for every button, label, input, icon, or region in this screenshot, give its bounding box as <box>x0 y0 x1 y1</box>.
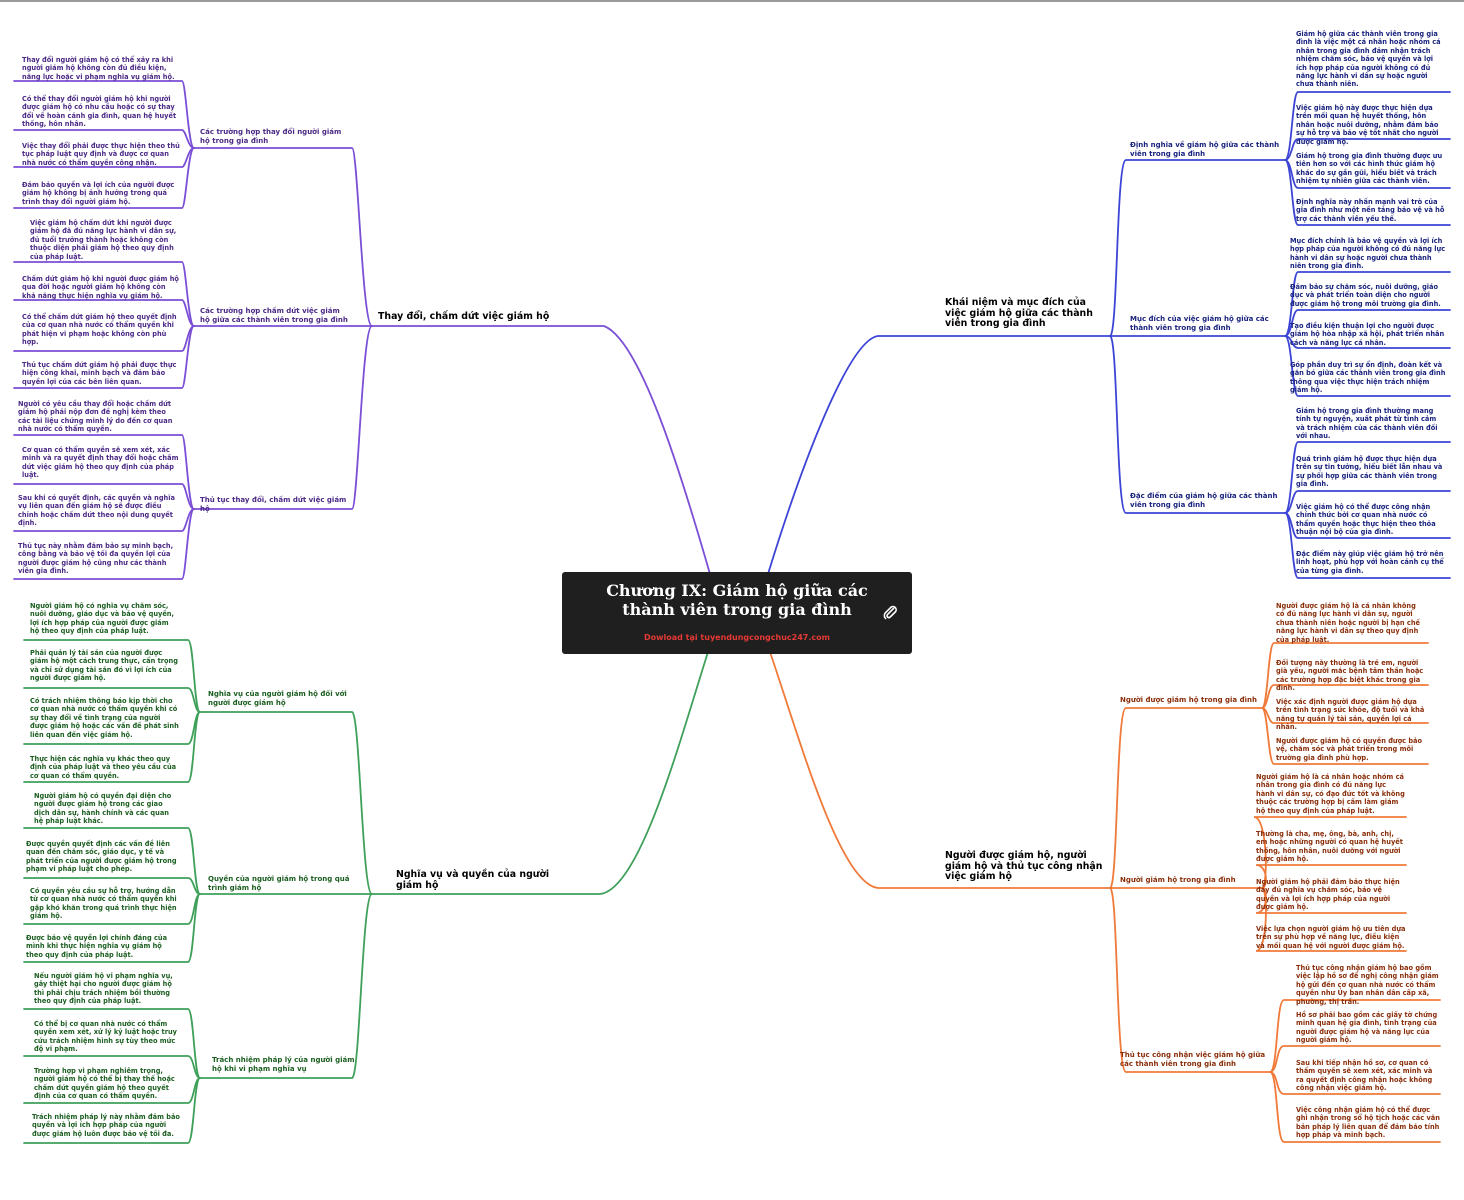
connector-sub-khai-niem-3 <box>1109 335 1286 514</box>
sub-branch-thu-tuc-cong-nhan[interactable]: Thủ tục công nhận việc giám hộ giữa các … <box>1120 1051 1266 1068</box>
leaf-node[interactable]: Phải quản lý tài sản của người được giám… <box>30 649 178 683</box>
top-border <box>0 0 1464 2</box>
leaf-node[interactable]: Đảm bảo quyền và lợi ích của người được … <box>22 181 175 206</box>
leaf-node[interactable]: Sau khi có quyết định, các quyền và nghĩ… <box>18 494 175 528</box>
leaf-node[interactable]: Có trách nhiệm thông báo kịp thời cho cơ… <box>30 697 179 739</box>
sub-branch-thu-tuc-thay-doi[interactable]: Thủ tục thay đổi, chấm dứt việc giám hộ <box>200 496 347 513</box>
connector-main-nguoi-duoc <box>769 651 1111 889</box>
leaf-node[interactable]: Có thể thay đổi người giám hộ khi người … <box>22 95 177 129</box>
leaf-node[interactable]: Thường là cha, mẹ, ông, bà, anh, chị, em… <box>1256 830 1403 864</box>
connector-sub-thay-doi-3 <box>193 325 373 510</box>
leaf-node[interactable]: Có quyền yêu cầu sự hỗ trợ, hướng dẫn từ… <box>30 887 177 921</box>
leaf-node[interactable]: Giám hộ giữa các thành viên trong gia đì… <box>1296 30 1441 89</box>
leaf-node[interactable]: Tạo điều kiện thuận lợi cho người được g… <box>1290 322 1445 347</box>
connector-main-khai-niem <box>767 335 1111 575</box>
central-title: Chương IX: Giám hộ giữa các thành viên t… <box>606 581 868 619</box>
leaf-node[interactable]: Được quyền quyết định các vấn đề liên qu… <box>26 840 177 874</box>
leaf-node[interactable]: Việc xác định người được giám hộ dựa trê… <box>1276 698 1425 732</box>
connector-main-nghia-vu <box>371 651 709 895</box>
sub-branch-nghia-vu[interactable]: Nghĩa vụ của người giám hộ đối với người… <box>208 690 347 707</box>
sub-branch-cham-dut-giam-ho[interactable]: Các trường hợp chấm dứt việc giám hộ giữ… <box>200 307 348 324</box>
paperclip-icon[interactable] <box>882 604 898 620</box>
main-branch-thay-doi[interactable]: Thay đổi, chấm dứt việc giám hộ <box>378 311 550 322</box>
connector-sub-nghia-vu-3 <box>199 893 373 1079</box>
connector-sub-nguoi-duoc-1 <box>1109 707 1263 889</box>
leaf-node[interactable]: Người giám hộ phải đảm bảo thực hiện đầy… <box>1256 878 1400 912</box>
leaf-node[interactable]: Đảm bảo sự chăm sóc, nuôi dưỡng, giáo dụ… <box>1290 283 1441 308</box>
sub-branch-nguoi-giam-ho[interactable]: Người giám hộ trong gia đình <box>1120 876 1236 884</box>
connector-sub-nguoi-duoc-3 <box>1109 887 1271 1073</box>
sub-branch-quyen[interactable]: Quyền của người giám hộ trong quá trình … <box>208 875 350 892</box>
leaf-node[interactable]: Đặc điểm này giúp việc giám hộ trở nên l… <box>1296 550 1444 575</box>
leaf-node[interactable]: Người giám hộ có quyền đại diện cho ngườ… <box>34 792 172 826</box>
leaf-node[interactable]: Việc giám hộ chấm dứt khi người được giá… <box>30 219 177 261</box>
leaf-node[interactable]: Việc thay đổi phải được thực hiện theo t… <box>22 142 180 167</box>
sub-branch-dinh-nghia[interactable]: Định nghĩa về giám hộ giữa các thành viê… <box>1130 141 1280 158</box>
central-topic[interactable]: Chương IX: Giám hộ giữa các thành viên t… <box>562 572 912 654</box>
leaf-node[interactable]: Giám hộ trong gia đình thường được ưu ti… <box>1296 152 1443 186</box>
sub-branch-nguoi-duoc-giam-ho[interactable]: Người được giám hộ trong gia đình <box>1120 696 1257 704</box>
leaf-node[interactable]: Có thể chấm dứt giám hộ theo quyết định … <box>22 313 177 347</box>
connector-sub-thay-doi-1 <box>193 147 373 327</box>
main-branch-nguoi-duoc[interactable]: Người được giám hộ, người giám hộ và thủ… <box>945 850 1103 883</box>
sub-branch-trach-nhiem[interactable]: Trách nhiệm pháp lý của người giám hộ kh… <box>212 1056 355 1073</box>
leaf-node[interactable]: Góp phần duy trì sự ổn định, đoàn kết và… <box>1290 361 1446 395</box>
leaf-node[interactable]: Người được giám hộ là cá nhân không có đ… <box>1276 602 1420 644</box>
leaf-node[interactable]: Người giám hộ có nghĩa vụ chăm sóc, nuôi… <box>30 602 174 636</box>
main-branch-nghia-vu[interactable]: Nghĩa vụ và quyền của người giám hộ <box>396 869 550 891</box>
leaf-node[interactable]: Thay đổi người giám hộ có thể xảy ra khi… <box>22 56 175 81</box>
leaf-node[interactable]: Định nghĩa này nhấn mạnh vai trò của gia… <box>1296 198 1445 223</box>
leaf-node[interactable]: Việc công nhận giám hộ có thể được ghi n… <box>1296 1106 1440 1140</box>
leaf-node[interactable]: Thực hiện các nghĩa vụ khác theo quy địn… <box>30 755 177 780</box>
sub-branch-muc-dich[interactable]: Mục đích của việc giám hộ giữa các thành… <box>1130 315 1269 332</box>
leaf-node[interactable]: Trường hợp vi phạm nghiêm trọng, người g… <box>34 1067 175 1101</box>
leaf-node[interactable]: Giám hộ trong gia đình thường mang tính … <box>1296 407 1438 441</box>
connector-sub-nghia-vu-1 <box>199 711 373 895</box>
main-branch-khai-niem[interactable]: Khái niệm và mục đích của việc giám hộ g… <box>945 297 1093 330</box>
leaf-node[interactable]: Có thể bị cơ quan nhà nước có thẩm quyền… <box>34 1020 177 1054</box>
leaf-node[interactable]: Người được giám hộ có quyền được bảo vệ,… <box>1276 737 1423 762</box>
leaf-node[interactable]: Việc lựa chọn người giám hộ ưu tiên dựa … <box>1256 925 1406 950</box>
leaf-node[interactable]: Được bảo vệ quyền lợi chính đáng của mìn… <box>26 934 168 959</box>
leaf-node[interactable]: Người có yêu cầu thay đổi hoặc chấm dứt … <box>18 400 173 434</box>
leaf-node[interactable]: Người giám hộ là cá nhân hoặc nhóm cá nh… <box>1256 773 1405 815</box>
leaf-node[interactable]: Chấm dứt giám hộ khi người được giám hộ … <box>22 275 179 300</box>
leaf-node[interactable]: Nếu người giám hộ vi phạm nghĩa vụ, gây … <box>34 972 173 1006</box>
leaf-node[interactable]: Quá trình giám hộ được thực hiện dựa trê… <box>1296 455 1443 489</box>
leaf-node[interactable]: Trách nhiệm pháp lý này nhằm đảm bảo quy… <box>32 1113 180 1138</box>
sub-branch-dac-diem[interactable]: Đặc điểm của giám hộ giữa các thành viên… <box>1130 492 1278 509</box>
leaf-node[interactable]: Sau khi tiếp nhận hồ sơ, cơ quan có thẩm… <box>1296 1059 1433 1093</box>
connector-sub-khai-niem-1 <box>1109 159 1286 337</box>
leaf-node[interactable]: Thủ tục chấm dứt giám hộ phải được thực … <box>22 361 177 386</box>
connector-main-thay-doi <box>371 325 711 575</box>
sub-branch-thay-doi-nguoi-giam-ho[interactable]: Các trường hợp thay đổi người giám hộ tr… <box>200 128 342 145</box>
leaf-node[interactable]: Đối tượng này thường là trẻ em, người gi… <box>1276 659 1424 693</box>
leaf-node[interactable]: Thủ tục này nhằm đảm bảo sự minh bạch, c… <box>18 542 174 576</box>
leaf-node[interactable]: Việc giám hộ có thể được công nhận chính… <box>1296 503 1436 537</box>
leaf-node[interactable]: Cơ quan có thẩm quyền sẽ xem xét, xác mi… <box>22 446 179 480</box>
leaf-node[interactable]: Hồ sơ phải bao gồm các giấy tờ chứng min… <box>1296 1011 1438 1045</box>
leaf-node[interactable]: Việc giám hộ này được thực hiện dựa trên… <box>1296 104 1439 146</box>
leaf-node[interactable]: Mục đích chính là bảo vệ quyền và lợi íc… <box>1290 237 1446 271</box>
central-download-link[interactable]: Dowload tại tuyendungcongchuc247.com <box>644 633 830 642</box>
leaf-node[interactable]: Thủ tục công nhận giám hộ bao gồm việc l… <box>1296 964 1439 1006</box>
